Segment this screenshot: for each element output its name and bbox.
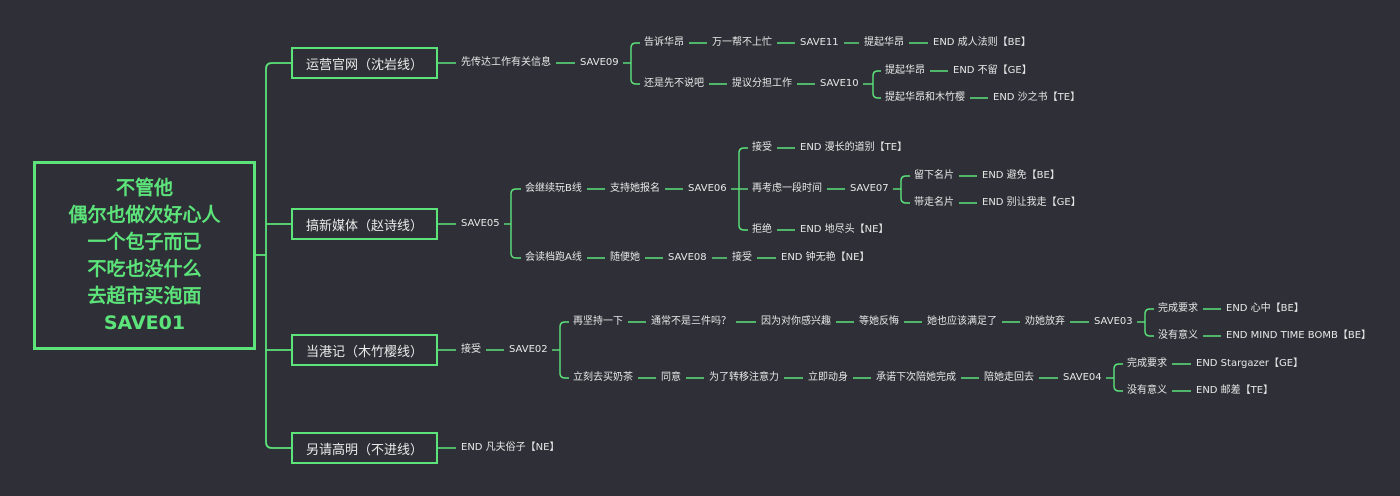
node-b3-b7: SAVE04 (1063, 372, 1102, 383)
connector-line (872, 70, 881, 77)
node-b3-a1: 再坚持一下 (573, 316, 623, 327)
node-b3-b4: 立即动身 (808, 372, 848, 383)
node-b3-b8b: 没有意义 (1127, 385, 1167, 396)
node-b2-b5: END 钟无艳【NE】 (781, 252, 870, 263)
node-b3-b9b: END 邮差【TE】 (1196, 385, 1274, 396)
node-b1-a1: 告诉华昂 (644, 37, 684, 48)
root-node: 不管他 偶尔也做次好心人 一个包子而已 不吃也没什么 去超市买泡面 SAVE01 (33, 161, 256, 350)
node-b1-b1: 还是先不说吧 (644, 78, 704, 89)
node-b2-a3: SAVE06 (688, 183, 727, 194)
root-line: 不管他 (115, 176, 173, 199)
node-b1-a4: 提起华昂 (864, 37, 904, 48)
node-b1-1: 先传达工作有关信息 (461, 57, 551, 68)
node-b3-a8a: 完成要求 (1158, 303, 1198, 314)
node-b3-b2: 同意 (661, 372, 681, 383)
node-b2-a4c: 拒绝 (752, 224, 772, 235)
branch-b1: 运营官网（沈岩线） (291, 47, 438, 79)
node-b1-a3: SAVE11 (800, 37, 839, 48)
node-b3-a8b: 没有意义 (1158, 330, 1198, 341)
node-b3-a9a: END 心中【BE】 (1226, 303, 1304, 314)
node-b3-b1: 立刻去买奶茶 (573, 372, 633, 383)
node-b2-a6b: 带走名片 (914, 197, 954, 208)
node-b1-b4b: 提起华昂和木竹樱 (885, 92, 965, 103)
connector-line (1144, 330, 1154, 337)
connector-line (559, 321, 569, 328)
node-b2-a4b: 再考虑一段时间 (752, 183, 822, 194)
root-line: 不吃也没什么 (87, 257, 202, 280)
node-b1-a5: END 成人法则【BE】 (933, 37, 1031, 48)
node-b3-2: SAVE02 (509, 344, 548, 355)
node-b1-2: SAVE09 (580, 57, 619, 68)
connector-line (559, 372, 569, 379)
node-b3-b3: 为了转移注意力 (709, 372, 779, 383)
node-b2-a6a: 留下名片 (914, 170, 954, 181)
connector-line (1113, 385, 1123, 392)
connector-line (630, 78, 640, 85)
node-b2-b3: SAVE08 (668, 252, 707, 263)
node-b1-b5a: END 不留【GE】 (953, 65, 1032, 76)
node-b2-a5a: END 漫长的道别【TE】 (800, 142, 908, 153)
node-b1-b5b: END 沙之书【TE】 (993, 92, 1081, 103)
node-b2-a2: 支持她报名 (610, 183, 660, 194)
connector-line (1144, 308, 1154, 315)
node-b2-a5c: END 地尽头【NE】 (800, 224, 889, 235)
node-b1-b4a: 提起华昂 (885, 65, 925, 76)
connector-line (1113, 363, 1123, 370)
node-b3-b8a: 完成要求 (1127, 358, 1167, 369)
root-line: 一个包子而已 (87, 230, 202, 253)
node-b3-b6: 陪她走回去 (984, 372, 1034, 383)
node-b2-a7b: END 别让我走【GE】 (982, 197, 1081, 208)
node-b3-a7: SAVE03 (1094, 316, 1133, 327)
node-b2-b2: 随便她 (610, 252, 640, 263)
branch-b4: 另请高明（不进线） (291, 432, 438, 464)
connector-line (510, 188, 521, 195)
node-b3-a2: 通常不是三件吗？ (651, 316, 731, 327)
node-b3-a5: 她也应该满足了 (927, 316, 997, 327)
node-b2-1: SAVE05 (461, 218, 500, 229)
node-b1-b2: 提议分担工作 (732, 78, 792, 89)
node-b3-b5: 承诺下次陪她完成 (876, 372, 956, 383)
node-b1-b3: SAVE10 (820, 78, 859, 89)
root-line: 去超市买泡面 (87, 284, 202, 307)
node-b2-a4a: 接受 (752, 142, 772, 153)
connector-line (900, 175, 910, 182)
node-b3-a6: 劝她放弃 (1025, 316, 1065, 327)
node-b4-1: END 凡夫俗子【NE】 (461, 442, 560, 453)
node-b3-1: 接受 (461, 344, 481, 355)
connector-line (900, 197, 910, 204)
connector-line (265, 62, 291, 70)
connector-line (738, 224, 748, 231)
connector-line (265, 441, 291, 449)
root-line: 偶尔也做次好心人 (68, 203, 221, 226)
branch-b3: 当港记（木竹樱线） (291, 334, 438, 366)
connector-line (738, 147, 748, 154)
node-b2-a5b: SAVE07 (850, 183, 889, 194)
root-line: SAVE01 (103, 311, 186, 334)
branch-b2: 搞新媒体（赵诗线） (291, 208, 438, 240)
node-b3-b9a: END Stargazer【GE】 (1196, 358, 1304, 369)
node-b3-a9b: END MIND TIME BOMB【BE】 (1226, 330, 1372, 341)
connector-line (872, 92, 881, 99)
connector-line (630, 42, 640, 49)
node-b3-a4: 等她反悔 (859, 316, 899, 327)
node-b3-a3: 因为对你感兴趣 (761, 316, 831, 327)
node-b2-b4: 接受 (732, 252, 752, 263)
connector-line (510, 252, 521, 259)
node-b2-a7a: END 避免【BE】 (982, 170, 1060, 181)
node-b1-a2: 万一帮不上忙 (712, 37, 772, 48)
node-b2-b1: 会读档跑A线 (525, 252, 582, 263)
node-b2-a1: 会继续玩B线 (525, 183, 582, 194)
